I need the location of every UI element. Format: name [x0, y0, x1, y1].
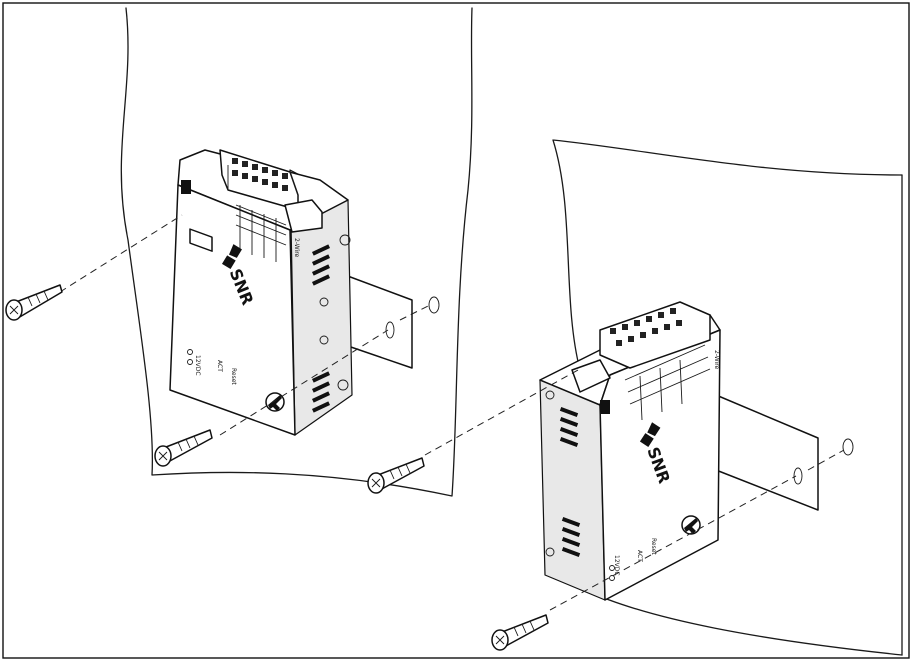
wall-left — [120, 7, 473, 497]
port-rj45-right — [571, 359, 611, 393]
guide-line-left-bottom — [219, 329, 389, 436]
device-right: SNR 12VDC ACT Reset 2-Wire — [539, 301, 819, 601]
label-rs485-left: 2-Wire — [293, 238, 300, 258]
vent-slots-right-lower — [561, 517, 581, 557]
vent-slots-left-lower — [311, 371, 331, 413]
terminal-block-right — [599, 301, 711, 369]
label-power-left: 12VDC — [194, 355, 201, 376]
screw-right-top — [367, 457, 425, 494]
wall-hole-right — [842, 438, 854, 456]
guide-line-right-bottom — [549, 475, 797, 611]
label-table-right — [624, 344, 711, 421]
vent-slots-left-upper — [311, 244, 331, 286]
bracket-right — [715, 394, 819, 511]
ground-screw-left — [265, 392, 285, 412]
wall-right — [552, 139, 903, 656]
label-table-left — [235, 204, 287, 262]
label-act-left: ACT — [216, 360, 223, 372]
wall-hole-left — [428, 296, 440, 314]
label-power-right: 12VDC — [613, 555, 620, 576]
label-reset-left: Reset — [230, 368, 237, 385]
port-rj45-left-a — [189, 228, 213, 252]
screw-left-bottom — [154, 429, 213, 467]
device-left: SNR 12VDC ACT Reset 2-Wire — [169, 149, 413, 436]
vent-slots-right-upper — [559, 407, 579, 447]
guide-line-left-top — [59, 214, 183, 293]
label-reset-right: Reset — [650, 538, 657, 555]
screw-right-bottom — [491, 614, 549, 651]
label-rs485-right: 2-Wire — [713, 350, 720, 370]
label-act-right: ACT — [636, 550, 643, 562]
bracket-hole-left — [385, 321, 395, 339]
guide-line-right-top — [424, 369, 579, 456]
bracket-hole-right — [793, 467, 803, 485]
ground-screw-right — [681, 515, 701, 535]
screw-left-top — [5, 284, 63, 321]
bracket-left — [344, 274, 413, 369]
port-rj45-left-b — [284, 199, 323, 233]
